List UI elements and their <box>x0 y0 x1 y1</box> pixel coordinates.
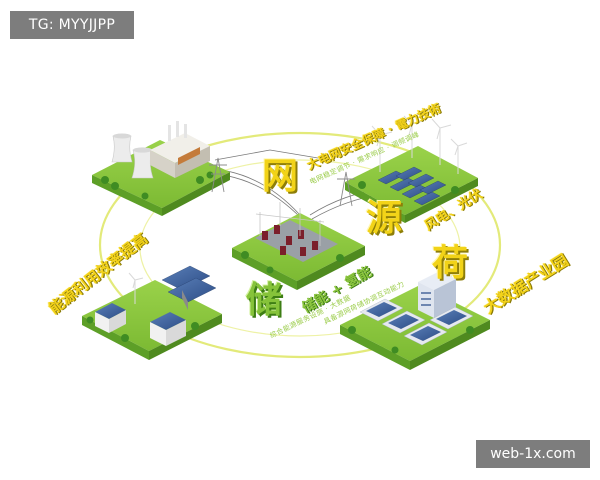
solar-array <box>377 166 447 206</box>
wind-solar-platform <box>345 115 478 223</box>
source-character: 源 <box>366 197 403 239</box>
residential-solar-platform <box>82 265 222 360</box>
load-character: 荷 <box>432 242 469 284</box>
connection-ring-inner <box>139 159 461 337</box>
power-plant-building <box>150 121 210 178</box>
transmission-tower <box>209 157 355 207</box>
grid-character: 网 <box>262 155 299 197</box>
data-center-building <box>418 271 456 318</box>
thermal-plant-platform <box>92 121 230 216</box>
storage-character: 储 <box>246 279 283 321</box>
connection-ring <box>98 131 502 359</box>
house <box>150 312 186 346</box>
solar-array <box>161 265 217 310</box>
wind-turbines <box>371 115 468 174</box>
rooftop-solar <box>366 302 467 341</box>
transformer-bank <box>255 202 338 262</box>
watermark-tag: TG: MYYJJPP <box>10 11 134 39</box>
house <box>95 303 126 333</box>
watermark-site: web-1x.com <box>476 440 590 468</box>
data-park-platform <box>340 271 490 370</box>
cooling-tower <box>111 133 154 179</box>
substation-platform <box>209 157 365 290</box>
